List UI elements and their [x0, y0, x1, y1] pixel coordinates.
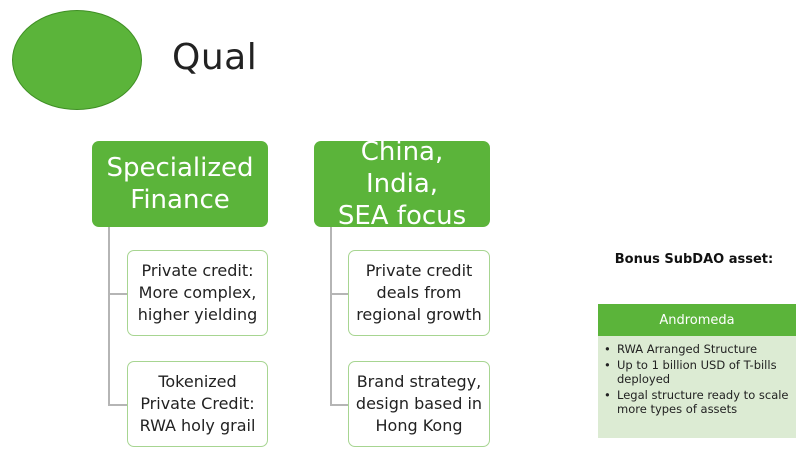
andromeda-card: Andromeda • RWA Arranged Structure • Up … — [598, 304, 796, 438]
bonus-label: Bonus SubDAO asset: — [614, 252, 774, 267]
column-2-connector-branch-1 — [330, 293, 349, 295]
column-2-connector-branch-2 — [330, 404, 349, 406]
column-2-connector-vertical — [330, 227, 332, 405]
andromeda-bullet-list: • RWA Arranged Structure • Up to 1 billi… — [598, 336, 796, 416]
bullet-icon: • — [604, 388, 611, 402]
column-1-connector-branch-1 — [108, 293, 128, 295]
column-2-header: China, India, SEA focus — [314, 137, 490, 231]
andromeda-bullet-text: Legal structure ready to scale more type… — [617, 388, 789, 416]
page-title: Qual — [172, 37, 258, 78]
andromeda-bullet-item: • Legal structure ready to scale more ty… — [604, 388, 790, 416]
column-1-item-2: Tokenized Private Credit: RWA holy grail — [127, 361, 268, 447]
andromeda-card-title: Andromeda — [598, 304, 796, 336]
column-2-item-1: Private credit deals from regional growt… — [348, 250, 490, 336]
column-1-item-1: Private credit: More complex, higher yie… — [127, 250, 268, 336]
bullet-icon: • — [604, 342, 611, 356]
column-1-connector-branch-2 — [108, 404, 128, 406]
column-1-connector-vertical — [108, 227, 110, 405]
column-2-item-2: Brand strategy, design based in Hong Kon… — [348, 361, 490, 447]
andromeda-bullet-item: • Up to 1 billion USD of T-bills deploye… — [604, 358, 790, 386]
andromeda-bullet-item: • RWA Arranged Structure — [604, 342, 790, 356]
bullet-icon: • — [604, 358, 611, 372]
column-1-header: Specialized Finance — [92, 141, 268, 227]
andromeda-bullet-text: RWA Arranged Structure — [617, 342, 758, 356]
logo-circle — [12, 10, 142, 110]
andromeda-bullet-text: Up to 1 billion USD of T-bills deployed — [617, 358, 777, 386]
